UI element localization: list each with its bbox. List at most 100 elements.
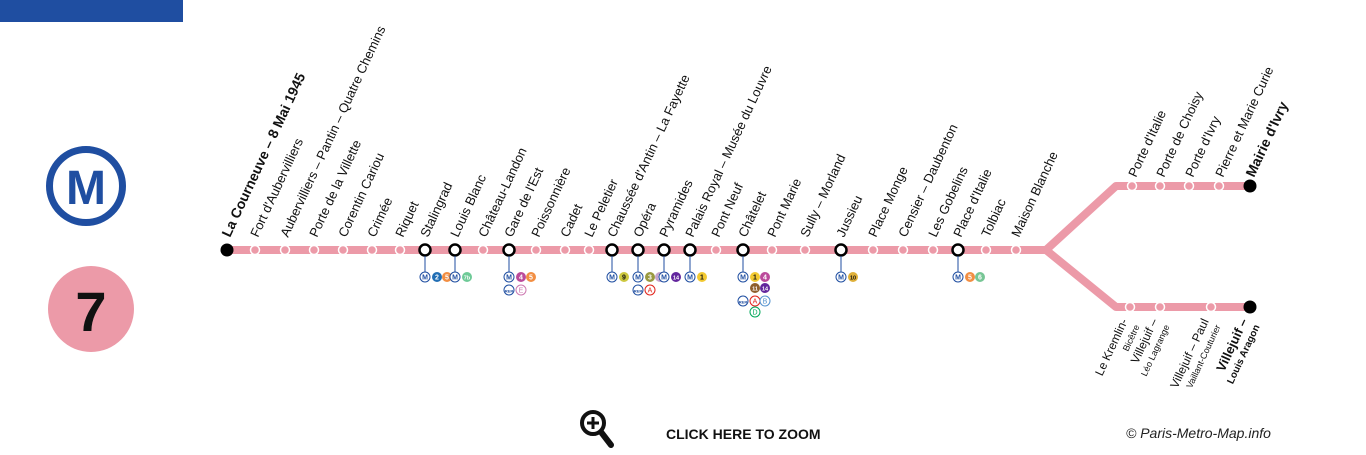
station-marker[interactable] <box>1183 180 1195 192</box>
station-marker[interactable] <box>867 244 879 256</box>
metro-line-badge[interactable] <box>697 272 707 282</box>
station-marker[interactable] <box>1126 180 1138 192</box>
station-marker[interactable] <box>337 244 349 256</box>
line-track-branch-villejuif <box>1043 246 1250 311</box>
metro-line-badge[interactable] <box>760 272 770 282</box>
mode-label: M <box>506 275 512 282</box>
metro-line-label: 3 <box>648 275 652 282</box>
rer-icon <box>632 284 644 296</box>
rer-line-badge[interactable] <box>515 284 527 296</box>
interchange-station-marker[interactable] <box>605 243 619 257</box>
station-marker[interactable] <box>766 244 778 256</box>
terminus-marker[interactable] <box>220 243 234 257</box>
metro-line-badge[interactable] <box>965 272 975 282</box>
metro-line-badge[interactable] <box>516 272 526 282</box>
metro-line-badge[interactable] <box>975 272 985 282</box>
station-label[interactable]: Tolbiac <box>978 196 1009 239</box>
station-label[interactable]: Jussieu <box>833 193 865 239</box>
mode-label: M <box>740 275 746 282</box>
rer-line-badge[interactable] <box>759 295 771 307</box>
station-marker[interactable] <box>308 244 320 256</box>
metro-logo: M <box>46 146 126 226</box>
metro-line-badge[interactable] <box>671 272 681 282</box>
station-marker[interactable] <box>559 244 571 256</box>
header-bar <box>0 0 183 22</box>
station-marker[interactable] <box>1213 180 1225 192</box>
metro-icon <box>684 271 696 283</box>
interchange-station-marker[interactable] <box>418 243 432 257</box>
mode-label: M <box>635 275 641 282</box>
zoom-in-magnifier-icon[interactable] <box>578 408 614 448</box>
metro-line-label: 9 <box>622 275 626 282</box>
zoom-link[interactable]: CLICK HERE TO ZOOM <box>666 426 821 442</box>
metro-line-badge[interactable] <box>848 272 858 282</box>
metro-line-badge[interactable] <box>645 272 655 282</box>
metro-line-label: 11 <box>752 287 758 293</box>
metro-line-badge[interactable] <box>619 272 629 282</box>
station-label[interactable]: Crimée <box>364 195 395 239</box>
interchange-station-marker[interactable] <box>834 243 848 257</box>
rer-icon <box>503 284 515 296</box>
mode-label: M <box>955 275 961 282</box>
station-marker[interactable] <box>394 244 406 256</box>
terminus-marker[interactable] <box>1243 179 1257 193</box>
station-marker[interactable] <box>1205 301 1217 313</box>
metro-line-badge[interactable] <box>432 272 442 282</box>
station-marker[interactable] <box>477 244 489 256</box>
metro-line-badge[interactable] <box>442 272 452 282</box>
station-marker[interactable] <box>1124 301 1136 313</box>
metro-line-badge[interactable] <box>750 283 760 293</box>
terminus-marker[interactable] <box>1243 300 1257 314</box>
rer-line-label: E <box>519 288 524 295</box>
rer-line-badge[interactable] <box>749 306 761 318</box>
station-marker[interactable] <box>927 244 939 256</box>
metro-icon <box>449 271 461 283</box>
station-marker[interactable] <box>897 244 909 256</box>
station-marker[interactable] <box>366 244 378 256</box>
station-marker[interactable] <box>279 244 291 256</box>
mode-label: M <box>609 275 615 282</box>
metro-line-badge[interactable] <box>750 272 760 282</box>
metro-icon <box>606 271 618 283</box>
station-marker[interactable] <box>583 244 595 256</box>
station-marker[interactable] <box>1154 180 1166 192</box>
metro-icon <box>419 271 431 283</box>
interchange-station-marker[interactable] <box>736 243 750 257</box>
metro-icon <box>658 271 670 283</box>
interchange-station-marker[interactable] <box>683 243 697 257</box>
station-marker[interactable] <box>249 244 261 256</box>
interchange-station-marker[interactable] <box>657 243 671 257</box>
rer-line-label: D <box>752 310 757 317</box>
metro-line-label: 4 <box>763 275 767 282</box>
metro-line-label: 5 <box>445 275 449 282</box>
metro-line-badge[interactable] <box>760 283 770 293</box>
station-marker[interactable] <box>1154 301 1166 313</box>
rer-line-badge[interactable] <box>644 284 656 296</box>
metro-line-badge[interactable] <box>462 272 472 282</box>
rer-line-label: A <box>648 288 653 295</box>
line-number-badge: 7 <box>48 266 134 352</box>
metro-line-badge[interactable] <box>526 272 536 282</box>
station-marker[interactable] <box>980 244 992 256</box>
metro-icon <box>632 271 644 283</box>
station-label[interactable]: Maison Blanche <box>1008 149 1061 239</box>
rer-icon <box>737 295 749 307</box>
station-marker[interactable] <box>1010 244 1022 256</box>
mode-label: M <box>687 275 693 282</box>
rer-line-label: B <box>763 299 768 306</box>
interchange-station-marker[interactable] <box>951 243 965 257</box>
interchange-station-marker[interactable] <box>631 243 645 257</box>
interchange-station-marker[interactable] <box>502 243 516 257</box>
station-marker[interactable] <box>710 244 722 256</box>
mode-label: RER <box>739 300 748 305</box>
station-marker[interactable] <box>530 244 542 256</box>
interchange-station-marker[interactable] <box>448 243 462 257</box>
metro-line-label: 1 <box>753 275 757 282</box>
station-marker[interactable] <box>799 244 811 256</box>
metro-letter: M <box>66 162 106 215</box>
metro-icon <box>835 271 847 283</box>
metro-line-label: 4 <box>519 275 523 282</box>
metro-icon <box>952 271 964 283</box>
